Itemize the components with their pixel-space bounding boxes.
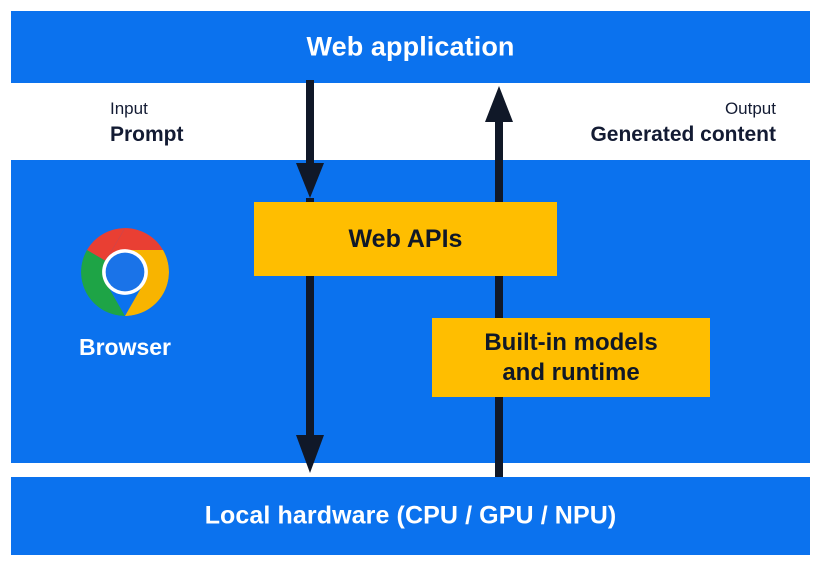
output-value-label: Generated content	[590, 122, 776, 146]
output-flow-label: Output Generated content	[590, 99, 776, 147]
layer-local-hardware: Local hardware (CPU / GPU / NPU)	[11, 477, 810, 555]
web-apis-label: Web APIs	[348, 224, 463, 253]
output-kind-label: Output	[724, 99, 776, 118]
built-in-label-line1: Built-in models	[484, 329, 658, 357]
built-in-label-line2: and runtime	[502, 358, 640, 386]
input-flow-label: Input Prompt	[110, 99, 184, 147]
browser-group: Browser	[55, 228, 195, 361]
box-web-apis[interactable]: Web APIs	[254, 202, 557, 276]
chrome-logo-icon	[81, 228, 169, 316]
web-application-label: Web application	[306, 31, 515, 62]
browser-label: Browser	[78, 334, 172, 360]
input-value-label: Prompt	[110, 122, 184, 146]
layer-web-application: Web application	[11, 11, 810, 83]
input-kind-label: Input	[110, 99, 148, 118]
built-in-label-wrapper: Built-in models and runtime	[484, 328, 657, 387]
local-hardware-label: Local hardware (CPU / GPU / NPU)	[204, 501, 617, 530]
box-built-in-models[interactable]: Built-in models and runtime	[432, 318, 710, 397]
